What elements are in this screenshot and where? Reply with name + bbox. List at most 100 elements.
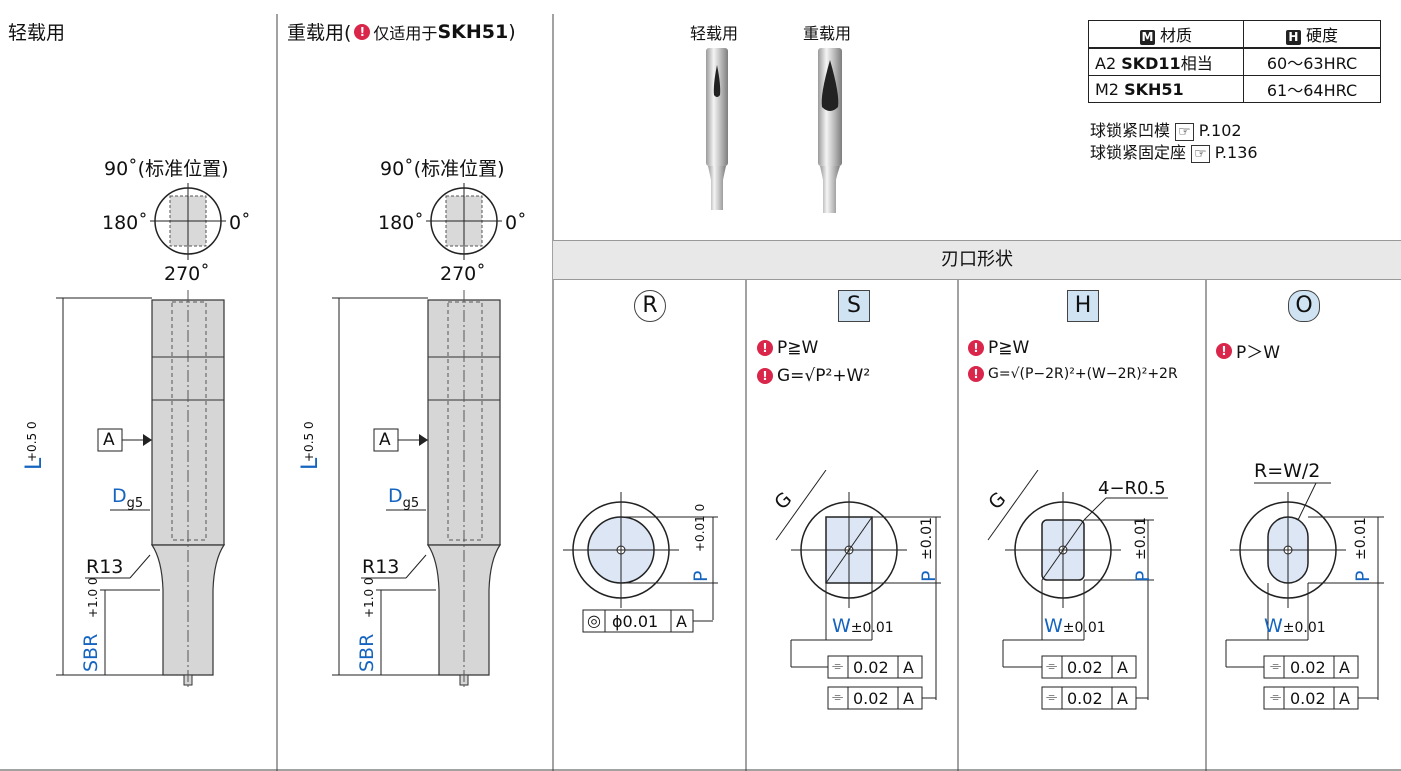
SBR-label: SBR — [80, 633, 102, 672]
light-duty-title: 轻载用 — [8, 22, 66, 44]
D-text: D — [112, 485, 127, 507]
material-cell: M2 SKH51 — [1088, 75, 1244, 103]
internal-hole-heavy — [447, 301, 483, 541]
hand-pointer-icon: ☞ — [1191, 145, 1210, 163]
orientation-bottom-label: 270˚ — [164, 263, 210, 285]
material-cell: A2 SKD11相当 — [1088, 47, 1244, 76]
P-tol-S: ±0.01 — [919, 517, 935, 560]
heavy-title-text: 重载用( — [287, 22, 352, 44]
W-tol: ±0.01 — [1282, 620, 1326, 636]
shape-badge-O: O — [1288, 290, 1320, 322]
reference-page: P.102 — [1198, 121, 1242, 140]
R13-leader — [129, 554, 151, 579]
orientation-left-label: 180˚ — [102, 212, 148, 234]
reference-label: 球锁紧凹模 — [1090, 121, 1171, 140]
P-tol-R: +0.01 0 — [693, 504, 707, 552]
shape-H-drawing — [987, 470, 1168, 710]
tol-datum: A — [903, 658, 914, 677]
W-dim-O: W±0.01 — [1264, 615, 1326, 637]
shape-badge-S: S — [838, 290, 870, 322]
tol-datum: A — [1339, 689, 1350, 708]
D-label-heavy: Dg5 — [388, 485, 419, 511]
concentricity-value: ϕ0.01 — [612, 612, 659, 631]
table-row: A2 SKD11相当 60～63HRC — [1088, 47, 1381, 76]
tol-value: 0.02 — [853, 689, 889, 708]
symmetry-icon: ⌯ — [1046, 689, 1058, 705]
concentricity-datum: A — [676, 612, 687, 631]
P-tol-H: ±0.01 — [1133, 517, 1149, 560]
warning-icon: ! — [1216, 342, 1232, 359]
photo-heavy-label: 重载用 — [803, 24, 852, 43]
condition-S-1: !P≧W — [757, 338, 818, 358]
concentricity-symbol: ◎ — [587, 611, 601, 630]
L-tolerance: +0.5 0 — [25, 421, 39, 462]
material-table: M 材质 H 硬度 A2 SKD11相当 60～63HRC M2 SKH51 6… — [1088, 20, 1381, 103]
orientation-top-label: 90˚(标准位置) — [104, 158, 229, 180]
photo-light-label: 轻载用 — [690, 24, 739, 43]
W-tol: ±0.01 — [1062, 620, 1106, 636]
R13-leader-heavy — [405, 554, 427, 579]
warning-icon: ! — [354, 23, 371, 40]
datum-A-label-heavy: A — [379, 430, 391, 450]
tol-datum: A — [903, 689, 914, 708]
datum-A-label: A — [103, 430, 115, 450]
orientation-right-label-heavy: 0˚ — [505, 212, 527, 234]
warning-icon: ! — [968, 366, 984, 382]
SBR-tol-upper: +1.0 — [86, 588, 100, 618]
SBR-tol-lower-heavy: 0 — [362, 577, 376, 586]
L-tol-lower: 0 — [25, 421, 39, 430]
tol-datum: A — [1339, 658, 1350, 677]
table-row: M2 SKH51 61～64HRC — [1088, 75, 1381, 103]
shape-S-drawing — [775, 470, 941, 710]
material-header: M 材质 — [1088, 20, 1244, 49]
reference-label: 球锁紧固定座 — [1090, 143, 1187, 162]
hardness-header: H 硬度 — [1243, 20, 1381, 49]
tol-datum: A — [1117, 689, 1128, 708]
hardness-header-icon: H — [1285, 30, 1301, 45]
SBR-tolerance: +1.0 0 — [86, 577, 100, 618]
light-duty-drawing — [56, 183, 226, 690]
reference-link-holder[interactable]: 球锁紧固定座 ☞ P.136 — [1090, 139, 1258, 163]
condition-text: P＞W — [1236, 343, 1281, 363]
L-tol-upper: +0.5 — [25, 432, 39, 462]
tol-value: 0.02 — [1067, 658, 1103, 677]
tol-datum: A — [1117, 658, 1128, 677]
tol-value: 0.02 — [1290, 658, 1326, 677]
condition-text: P≧W — [988, 338, 1030, 358]
shape-badge-H: H — [1067, 290, 1099, 322]
SBR-tol-lower: 0 — [86, 577, 100, 586]
datum-A-arrow-heavy — [419, 434, 428, 446]
warning-icon: ! — [757, 368, 773, 384]
reference-link-die[interactable]: 球锁紧凹模 ☞ P.102 — [1090, 117, 1242, 141]
datum-A-arrow — [143, 434, 152, 446]
heavy-duty-drawing — [332, 183, 502, 690]
internal-hole — [171, 301, 207, 541]
P-label-R: P — [690, 570, 712, 582]
radius-label-O: R=W/2 — [1254, 460, 1321, 482]
W-label: W — [1044, 615, 1063, 637]
section-title-bar: 刃口形状 — [553, 240, 1401, 280]
D-label: Dg5 — [112, 485, 143, 511]
P-label-O: P — [1352, 570, 1374, 582]
material-code: A2 — [1095, 54, 1117, 73]
W-dim-H: W±0.01 — [1044, 615, 1106, 637]
orientation-top-label-heavy: 90˚(标准位置) — [380, 158, 505, 180]
tol-value: 0.02 — [1290, 689, 1326, 708]
heavy-note: 仅适用于 — [373, 23, 438, 43]
W-tol: ±0.01 — [850, 620, 894, 636]
material-header-text: 材质 — [1160, 26, 1193, 45]
R13-label: R13 — [86, 556, 124, 578]
orientation-left-label-heavy: 180˚ — [378, 212, 424, 234]
shape-R-drawing — [563, 492, 718, 633]
condition-text: G=√(P−2R)²+(W−2R)²+2R — [988, 366, 1178, 382]
heavy-note-material: SKH51 — [437, 20, 509, 43]
symmetry-icon: ⌯ — [832, 658, 844, 674]
D-sub: g5 — [126, 495, 144, 511]
orientation-bottom-label-heavy: 270˚ — [440, 263, 486, 285]
warning-icon: ! — [757, 340, 773, 356]
P-tol-lower: 0 — [693, 503, 707, 512]
shape-badge-R: R — [634, 290, 666, 322]
photo-heavy-punch — [818, 48, 842, 213]
shape-O-drawing — [1225, 482, 1384, 710]
